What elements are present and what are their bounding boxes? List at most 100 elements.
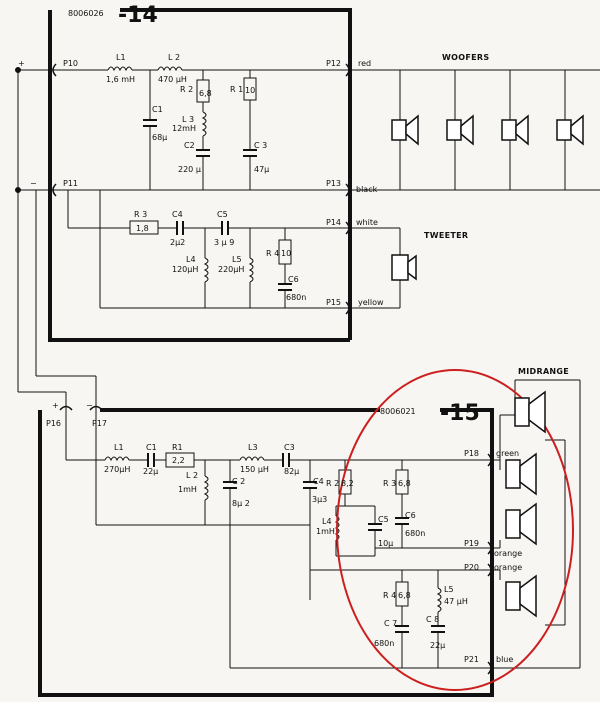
port-p10: P10	[63, 59, 78, 68]
plus-terminal: +	[18, 59, 25, 68]
bot-c8-name: C 8	[426, 615, 439, 624]
bot-r3-name: R 3	[383, 479, 396, 488]
port-p21: P21	[464, 655, 479, 664]
port-p14: P14	[326, 218, 341, 227]
board-bottom-outline	[38, 408, 494, 697]
woofers-label: WOOFERS	[442, 53, 489, 62]
top-l3-value: 12mH	[172, 124, 196, 133]
highlight-ellipse	[336, 369, 574, 691]
bot-c6-value: 680n	[405, 529, 425, 538]
board-bottom-code: 8006021	[380, 407, 416, 416]
port-p17: P17	[92, 419, 107, 428]
woofer-2-symbol	[446, 114, 474, 146]
top-c6-value: 680n	[286, 293, 306, 302]
board-top-code: 8006026	[68, 9, 104, 18]
bot-c4-value: 3µ3	[312, 495, 327, 504]
bot-l2-name: L 2	[186, 471, 198, 480]
top-r4-name: R 4	[266, 249, 279, 258]
top-l4-value: 120µH	[172, 265, 198, 274]
bot-c1-name: C1	[146, 443, 157, 452]
top-r1-name: R 1	[230, 85, 243, 94]
top-c5-name: C5	[217, 210, 228, 219]
woofer-3-symbol	[501, 114, 529, 146]
top-c4-name: C4	[172, 210, 183, 219]
wire-white: white	[356, 218, 378, 227]
top-c4-value: 2µ2	[170, 238, 185, 247]
top-l2-value: 470 µH	[158, 75, 187, 84]
bot-c3-name: C3	[284, 443, 295, 452]
bot-r1-value: 2,2	[172, 456, 185, 465]
port-p18: P18	[464, 449, 479, 458]
midrange-1-symbol	[514, 390, 546, 434]
port-p15: P15	[326, 298, 341, 307]
bot-r4-name: R 4	[383, 591, 396, 600]
top-c1-name: C1	[152, 105, 163, 114]
bot-l2-value: 1mH	[178, 485, 197, 494]
woofer-symbols	[391, 114, 584, 146]
wire-yellow: yellow	[358, 298, 384, 307]
wire-orange-2: orange	[494, 563, 522, 572]
midrange-2-symbol	[505, 452, 537, 496]
bot-l3-value: 150 µH	[240, 465, 269, 474]
top-c3-value: 47µ	[254, 165, 269, 174]
midrange-symbols	[505, 390, 546, 618]
wire-red: red	[358, 59, 371, 68]
top-c1-value: 68µ	[152, 133, 167, 142]
bot-c1-value: 22µ	[143, 467, 158, 476]
top-l1-name: L1	[116, 53, 126, 62]
bot-r1-name: R1	[172, 443, 183, 452]
bot-c7-name: C 7	[384, 619, 397, 628]
midrange-3-symbol	[505, 502, 537, 546]
port-p16: P16	[46, 419, 61, 428]
bot-l5-value: 47 µH	[444, 597, 468, 606]
top-l5-name: L5	[232, 255, 242, 264]
bot-c2-name: C 2	[232, 477, 245, 486]
top-r3-name: R 3	[134, 210, 147, 219]
bot-c6-name: C6	[405, 511, 416, 520]
wire-orange-1: orange	[494, 549, 522, 558]
minus-terminal: −	[30, 179, 37, 188]
woofer-1-symbol	[391, 114, 419, 146]
bot-l3-name: L3	[248, 443, 258, 452]
bot-c7-value: 680n	[374, 639, 394, 648]
top-l2-name: L 2	[168, 53, 180, 62]
midrange-label: MIDRANGE	[518, 367, 569, 376]
bot-r2-value: 8,2	[341, 479, 354, 488]
top-r2-value: 6,8	[199, 89, 212, 98]
bot-c8-value: 22µ	[430, 641, 445, 650]
top-l4-name: L4	[186, 255, 196, 264]
board-top-outline	[48, 8, 352, 342]
bot-c2-value: 8µ 2	[232, 499, 250, 508]
port-p12: P12	[326, 59, 341, 68]
board-bottom-number: -15	[440, 401, 480, 426]
top-r3-value: 1,8	[136, 224, 149, 233]
board-top-number: -14	[118, 3, 158, 28]
wire-green: green	[496, 449, 519, 458]
top-l1-value: 1,6 mH	[106, 75, 135, 84]
top-c5-value: 3 µ 9	[214, 238, 234, 247]
port-p20: P20	[464, 563, 479, 572]
terminal-plus-bottom: +	[52, 401, 59, 410]
tweeter-symbol	[391, 254, 417, 281]
terminal-minus-bottom: −	[86, 401, 93, 410]
top-l5-value: 220µH	[218, 265, 244, 274]
top-r1-value: 10	[245, 86, 255, 95]
top-l3-name: L 3	[182, 115, 194, 124]
top-r4-value: 10	[281, 249, 291, 258]
top-c6-name: C6	[288, 275, 299, 284]
wire-blue: blue	[496, 655, 513, 664]
bot-c5-value: 10µ	[378, 539, 393, 548]
bot-l4-name: L4	[322, 517, 332, 526]
bot-l4-value: 1mH	[316, 527, 335, 536]
port-p19: P19	[464, 539, 479, 548]
top-c2-name: C2	[184, 141, 195, 150]
port-p13: P13	[326, 179, 341, 188]
bot-l1-name: L1	[114, 443, 124, 452]
bot-c4-name: C4	[313, 477, 324, 486]
bot-r4-value: 6,8	[398, 591, 411, 600]
bot-l1-value: 270µH	[104, 465, 130, 474]
port-p11: P11	[63, 179, 78, 188]
wire-black: black	[356, 185, 378, 194]
bot-l5-name: L5	[444, 585, 454, 594]
